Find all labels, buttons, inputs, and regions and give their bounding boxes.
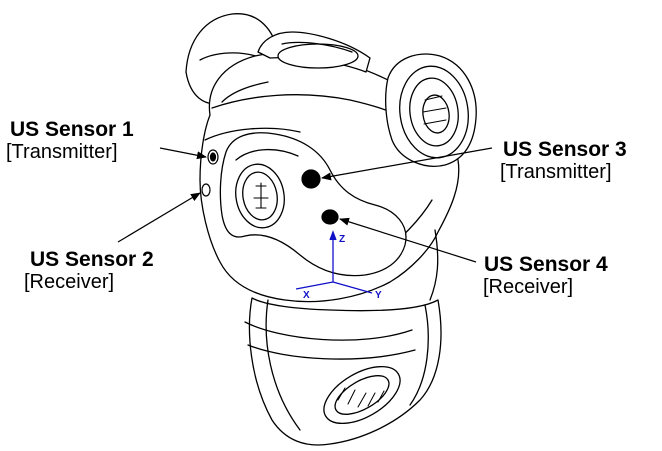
sensor-2-hole (201, 183, 211, 197)
y-axis (332, 281, 373, 294)
leader-sensor-1 (159, 147, 207, 160)
robot-head-drawing (185, 13, 477, 446)
sensor-2-label: US Sensor 2 [Receiver] (24, 248, 154, 293)
sensor-3-label: US Sensor 3 [Transmitter] (500, 138, 627, 184)
sensor-2-role: [Receiver] (24, 271, 115, 294)
sensor-1-name: US Sensor 1 (10, 118, 134, 141)
sensor-4-role: [Receiver] (483, 276, 574, 299)
leader-sensor-3 (321, 147, 493, 181)
sensor-4-hole (321, 209, 339, 225)
x-axis (295, 281, 334, 290)
sensor-1-label: US Sensor 1 [Transmitter] (6, 118, 134, 163)
sensor-1-role: [Transmitter] (6, 141, 118, 164)
sensor-3-name: US Sensor 3 (503, 138, 627, 161)
axis-label-x: X (303, 290, 310, 301)
head-lower-band (244, 321, 413, 341)
sensor-2-name: US Sensor 2 (30, 248, 154, 271)
leader-sensor-2 (117, 192, 201, 243)
sensor-3-role: [Transmitter] (500, 161, 612, 184)
sensor-4-name: US Sensor 4 (484, 253, 608, 276)
axis-label-z: Z (339, 234, 345, 245)
axis-label-y: Y (375, 290, 382, 301)
coordinate-axes (295, 230, 373, 294)
sensor-3-hole (301, 169, 321, 189)
sensor-holes (201, 149, 339, 225)
sensor-4-label: US Sensor 4 [Receiver] (483, 253, 608, 299)
leader-arrows (117, 147, 493, 263)
leader-sensor-4 (339, 217, 477, 263)
